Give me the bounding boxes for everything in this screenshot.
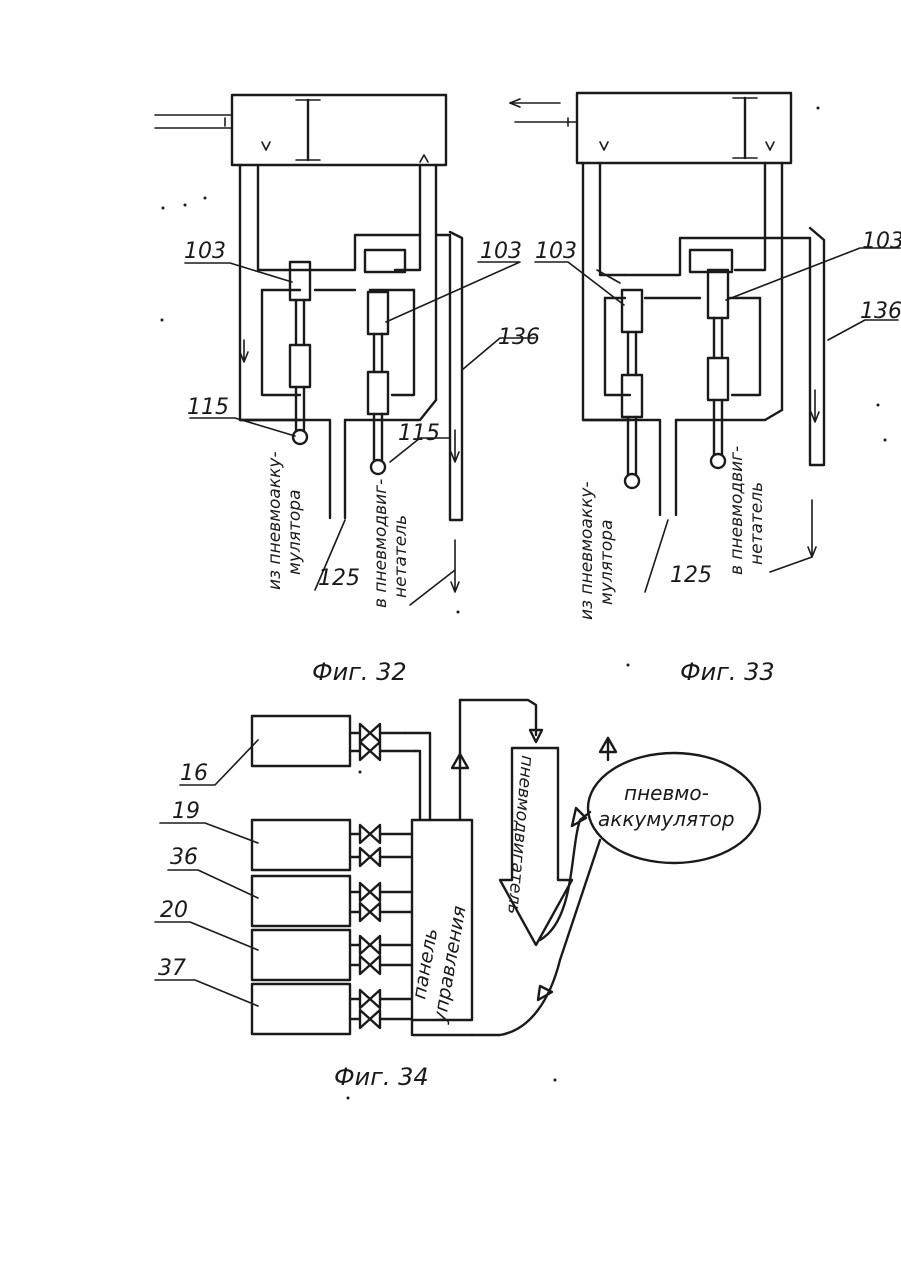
motor-label: пневмодвигатель xyxy=(503,755,537,915)
unit-box-20 xyxy=(252,930,350,980)
fig33-to-motor-2: нетатель xyxy=(747,482,767,565)
fig34-diagram xyxy=(155,700,760,1035)
fig33-from-accumulator-1: из пневмоакку- xyxy=(577,481,597,620)
fig33-diagram xyxy=(510,93,900,592)
fig32-label-136: 136 xyxy=(498,325,540,350)
fig32-rod-end-left xyxy=(293,430,307,444)
fig32-caption: Фиг. 32 xyxy=(312,658,407,686)
unit-box-19 xyxy=(252,820,350,870)
fig34-unit-label-36: 36 xyxy=(170,845,198,870)
fig33-valve-left xyxy=(622,290,642,332)
unit-box-37 xyxy=(252,984,350,1034)
fig32-label-125: 125 xyxy=(318,566,360,591)
scan-specks xyxy=(161,107,887,1100)
valve-symbols xyxy=(350,724,415,1028)
accumulator-label-1: пневмо- xyxy=(624,781,709,805)
fig32-valve-left xyxy=(290,262,310,300)
fig32-label-103-right: 103 xyxy=(480,239,522,264)
fig32-from-accumulator-1: из пневмоакку- xyxy=(265,451,285,590)
fig34-caption: Фиг. 34 xyxy=(334,1063,429,1091)
fig34-unit-label-19: 19 xyxy=(172,799,200,824)
fig33-label-125: 125 xyxy=(670,563,712,588)
fig33-label-103-left: 103 xyxy=(535,239,577,264)
fig32-diagram xyxy=(155,95,535,605)
accumulator-label-2: аккумулятор xyxy=(598,807,735,831)
fig32-from-accumulator-2: мулятора xyxy=(285,490,305,576)
fig34-unit-label-20: 20 xyxy=(160,898,188,923)
fig32-to-motor-1: в пневмодвиг- xyxy=(371,479,391,608)
fig33-caption: Фиг. 33 xyxy=(680,658,775,686)
fig34-unit-label-16: 16 xyxy=(180,761,208,786)
fig32-label-103-left: 103 xyxy=(184,239,226,264)
fig32-label-115-right: 115 xyxy=(398,421,440,446)
unit-box-36 xyxy=(252,876,350,926)
fig34-unit-label-37: 37 xyxy=(158,956,186,981)
fig32-cylinder xyxy=(232,95,446,165)
fig33-label-136: 136 xyxy=(860,299,901,324)
fig33-label-103-right: 103 xyxy=(862,229,901,254)
fig32-label-115-left: 115 xyxy=(187,395,229,420)
fig33-valve-right xyxy=(708,270,728,318)
fig33-from-accumulator-2: мулятора xyxy=(597,520,617,606)
fig32-valve-right xyxy=(368,292,388,334)
fig32-to-motor-2: нетатель xyxy=(391,515,411,598)
unit-box-16 xyxy=(252,716,350,766)
fig33-to-motor-1: в пневмодвиг- xyxy=(727,446,747,575)
fig32-rod-end-right xyxy=(371,460,385,474)
fig33-cylinder xyxy=(577,93,791,163)
